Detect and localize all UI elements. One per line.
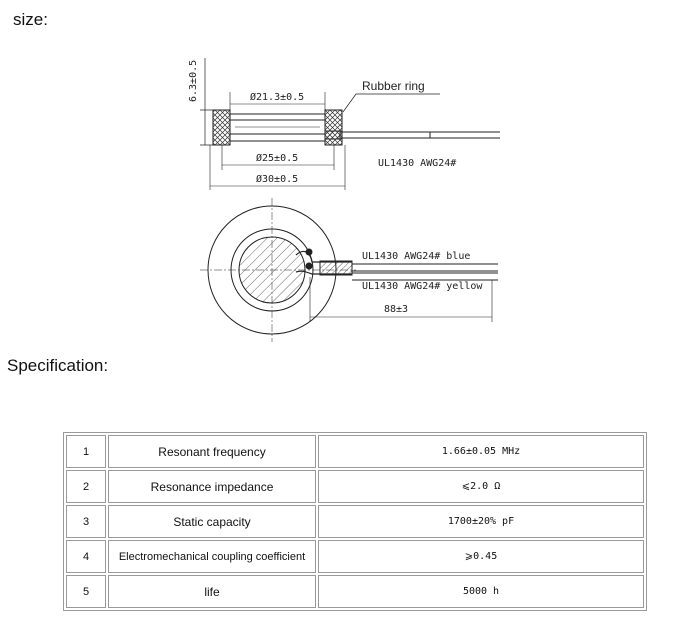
size-heading: size:	[13, 10, 48, 29]
row-value: ⩽2.0 Ω	[318, 470, 644, 503]
row-index: 5	[66, 575, 106, 608]
row-value: 5000 h	[318, 575, 644, 608]
inner-diameter-dimension: Ø21.3±0.5	[250, 91, 304, 103]
middle-ring	[230, 228, 314, 312]
row-parameter: Electromechanical coupling coefficient	[108, 540, 316, 573]
inner-disc	[238, 236, 306, 304]
outer-diameter-dimension: Ø30±0.5	[256, 173, 298, 185]
yellow-wire-label: UL1430 AWG24# yellow	[362, 281, 483, 292]
row-parameter: Static capacity	[108, 505, 316, 538]
blue-wire-label: UL1430 AWG24# blue	[362, 251, 470, 262]
row-value: ⩾0.45	[318, 540, 644, 573]
row-parameter: Resonance impedance	[108, 470, 316, 503]
table-row: 2 Resonance impedance ⩽2.0 Ω	[66, 470, 644, 503]
top-view	[200, 198, 498, 342]
middle-diameter-dimension: Ø25±0.5	[256, 152, 298, 164]
table-row: 3 Static capacity 1700±20% pF	[66, 505, 644, 538]
row-index: 4	[66, 540, 106, 573]
technical-drawing: 6.3±0.5 Ø21.3±0.5 Ø25±0.5 Ø30±0.5 Rubber…	[188, 58, 500, 342]
length-dimension: 88±3	[384, 304, 408, 315]
table-row: 1 Resonant frequency 1.66±0.05 MHz	[66, 435, 644, 468]
specification-heading: Specification:	[7, 356, 109, 375]
row-index: 2	[66, 470, 106, 503]
rubber-ring-left	[212, 109, 231, 146]
row-index: 1	[66, 435, 106, 468]
cable-label: UL1430 AWG24#	[378, 158, 456, 169]
table-row: 4 Electromechanical coupling coefficient…	[66, 540, 644, 573]
rubber-ring-label: Rubber ring	[362, 79, 425, 93]
row-parameter: Resonant frequency	[108, 435, 316, 468]
specification-table: 1 Resonant frequency 1.66±0.05 MHz 2 Res…	[63, 432, 647, 611]
row-parameter: life	[108, 575, 316, 608]
row-index: 3	[66, 505, 106, 538]
side-view	[200, 58, 500, 190]
rubber-ring-right	[324, 109, 343, 146]
height-dimension: 6.3±0.5	[188, 60, 199, 102]
disc-body	[229, 113, 326, 142]
table-row: 5 life 5000 h	[66, 575, 644, 608]
row-value: 1700±20% pF	[318, 505, 644, 538]
row-value: 1.66±0.05 MHz	[318, 435, 644, 468]
